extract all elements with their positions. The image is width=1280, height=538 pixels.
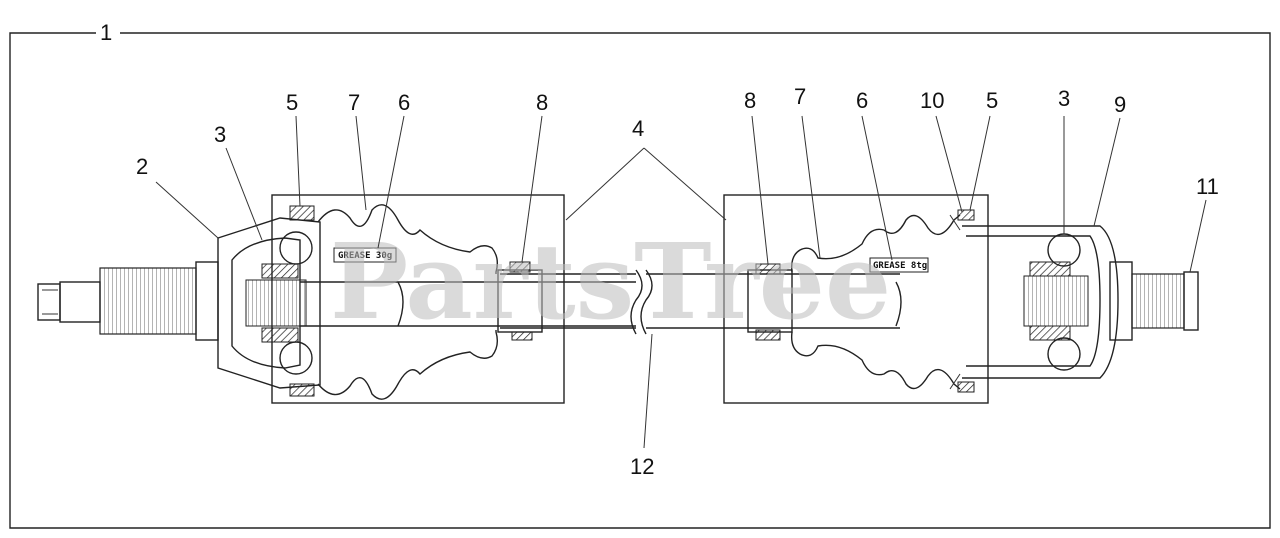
left-grease-tag: [333, 247, 397, 263]
watermark: PartsTree: [330, 220, 891, 343]
callout-7-left: 7: [348, 90, 360, 115]
right-detail-box: [723, 194, 989, 404]
callout-11: 11: [1196, 174, 1219, 199]
leader-lines: [155, 115, 1207, 449]
callout-12: 12: [630, 454, 654, 479]
left-boot: [317, 204, 499, 400]
right-stub-shaft: [1109, 261, 1199, 341]
callout-5-left: 5: [286, 90, 298, 115]
right-collar: [747, 263, 793, 341]
right-cv-housing: [949, 209, 1119, 393]
left-grease-label: GREASE 30g: [338, 251, 392, 261]
callout-5-right: 5: [986, 88, 998, 113]
main-shaft: [300, 269, 902, 335]
right-grease-label: GREASE 8tg: [873, 261, 927, 271]
left-cv-housing: [217, 205, 321, 397]
callout-7-right: 7: [794, 84, 806, 109]
callout-1: 1: [100, 20, 112, 45]
callout-4: 4: [632, 116, 644, 141]
callout-6-right: 6: [856, 88, 868, 113]
assembly-frame: [9, 32, 1271, 529]
right-boot: [790, 214, 961, 390]
callout-2: 2: [136, 154, 148, 179]
left-collar: [497, 261, 543, 341]
callout-8-left: 8: [536, 90, 548, 115]
callout-6-left: 6: [398, 90, 410, 115]
left-stub-shaft: [37, 261, 219, 341]
callout-8-right: 8: [744, 88, 756, 113]
callout-9: 9: [1114, 92, 1126, 117]
callout-10: 10: [920, 88, 944, 113]
callout-3-right: 3: [1058, 86, 1070, 111]
right-grease-tag: [869, 257, 929, 273]
callout-3-left: 3: [214, 122, 226, 147]
